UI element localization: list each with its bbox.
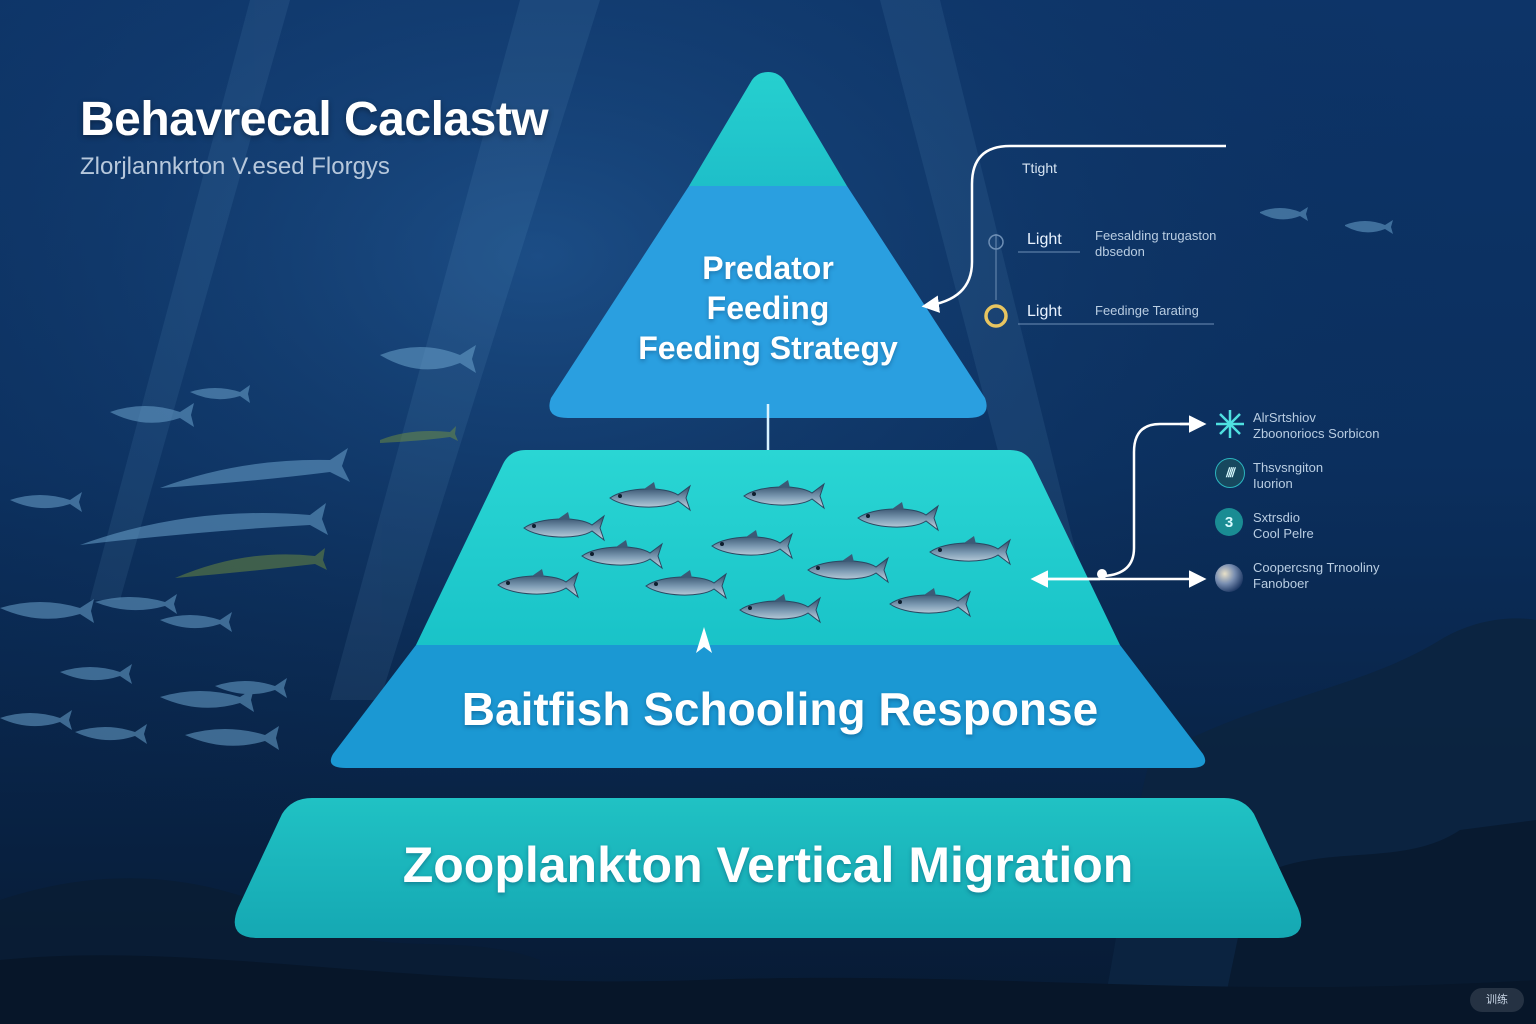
tier-top-predator: [549, 72, 987, 418]
baitfish-icon: [739, 594, 821, 624]
middle-tier-label: Baitfish Schooling Response: [461, 683, 1099, 735]
top-tier-line-2: Feeding: [706, 290, 830, 326]
right-annotation-2-line1: Thsvsngiton: [1253, 460, 1324, 475]
light-timeline: [984, 234, 1214, 328]
page-title: Behavrecal Caclastw: [80, 93, 549, 146]
annotation-row1-desc-line1: Feesalding trugaston: [1095, 228, 1217, 243]
page-subtitle: Zlorjlannkrton V.esed Florgys: [80, 153, 390, 180]
annotation-light-1: Light: [1027, 231, 1062, 248]
baitfish-icon: [711, 530, 793, 560]
top-tier-line-3: Feeding Strategy: [638, 330, 898, 366]
right-annotation-3-line1: Sxtrsdio: [1253, 510, 1300, 525]
right-annotation-4-line2: Fanoboer: [1253, 576, 1309, 591]
sphere-icon: [1215, 564, 1243, 592]
right-annotation-4-line1: Coopercsng Trnooliny: [1253, 560, 1380, 575]
annotation-light-2: Light: [1027, 303, 1062, 320]
right-annotation-2: Thsvsngiton Iuorion: [1253, 460, 1323, 492]
annotation-row1-desc-line2: dbsedon: [1095, 244, 1145, 259]
baitfish-school: [497, 480, 1011, 624]
light-ring-icon: [984, 304, 1008, 328]
baitfish-icon: [609, 482, 691, 512]
baitfish-icon: [645, 570, 727, 600]
baitfish-icon: [497, 569, 579, 599]
right-annotation-connector: [1030, 415, 1207, 588]
tier-base-zooplankton: [234, 798, 1302, 938]
top-tier-line-1: Predator: [702, 250, 834, 286]
right-annotation-3: Sxtrsdio Cool Pelre: [1253, 510, 1314, 542]
right-annotation-1: AlrSrtshiov Zboonoriocs Sorbicon: [1253, 410, 1379, 442]
watermark-badge: 训练: [1470, 988, 1524, 1012]
annotation-row1-desc: Feesalding trugaston dbsedon: [1095, 228, 1216, 260]
baitfish-icon: [929, 536, 1011, 566]
annotation-row2-desc: Feedinge Tarating: [1095, 303, 1199, 318]
light-timeline-node-icon: [988, 234, 1004, 250]
right-annotation-3-line2: Cool Pelre: [1253, 526, 1314, 541]
plankton-icon: [1216, 410, 1244, 438]
right-annotation-2-line2: Iuorion: [1253, 476, 1293, 491]
upward-arrow-icon: [696, 627, 712, 653]
baitfish-icon: [807, 554, 889, 584]
background-fish-school: [0, 207, 1393, 750]
baitfish-icon: [857, 502, 939, 532]
baitfish-icon: [743, 480, 825, 510]
number-badge-icon: 3: [1215, 508, 1243, 536]
baitfish-icon: [523, 512, 605, 542]
annotation-tight: Ttight: [1022, 160, 1058, 176]
base-tier-label: Zooplankton Vertical Migration: [402, 837, 1134, 893]
baitfish-icon: [889, 588, 971, 618]
top-annotation-connector: [921, 144, 1226, 313]
fish-school-icon: ⫽⫽: [1215, 458, 1245, 488]
right-annotation-1-line1: AlrSrtshiov: [1253, 410, 1316, 425]
right-annotation-1-line2: Zboonoriocs Sorbicon: [1253, 426, 1380, 441]
top-tier-label: Predator Feeding Feeding Strategy: [568, 248, 968, 368]
baitfish-icon: [581, 540, 663, 570]
right-annotation-4: Coopercsng Trnooliny Fanoboer: [1253, 560, 1379, 592]
